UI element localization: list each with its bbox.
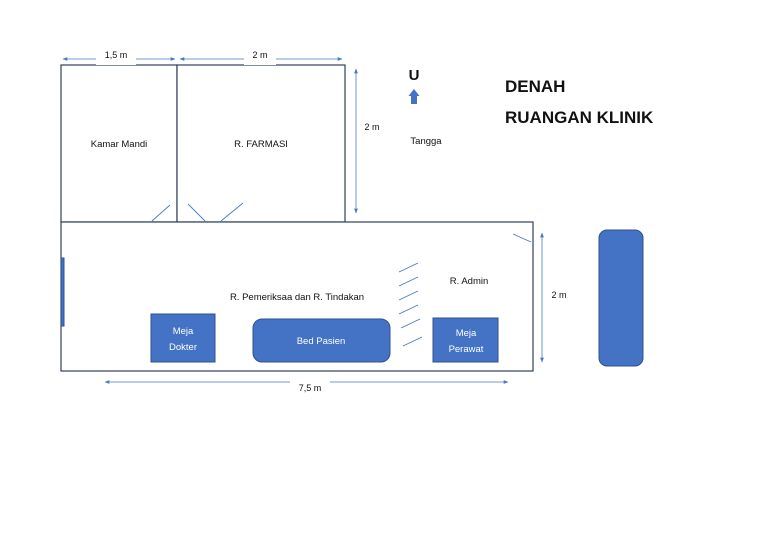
title-line-2: RUANGAN KLINIK: [505, 108, 654, 127]
north-label: U: [409, 67, 420, 84]
bathroom-room: [60, 64, 178, 223]
pharmacy-door-left: [187, 203, 206, 222]
doctor-desk: [150, 313, 216, 363]
nurse-desk: [432, 317, 499, 363]
title-line-1: DENAH: [505, 77, 565, 96]
nurse-desk-label-2: Perawat: [449, 344, 484, 355]
outside-block: [598, 229, 644, 367]
bathroom-label: Kamar Mandi: [91, 139, 148, 150]
pharmacy-depth-label: 2 m: [364, 122, 379, 132]
entrance-door: [512, 233, 532, 243]
bathroom-door: [151, 204, 171, 222]
nurse-desk-label-1: Meja: [456, 328, 477, 339]
pharmacy-door-right: [220, 202, 244, 222]
doctor-desk-label-2: Dokter: [169, 342, 197, 353]
pharmacy-label: R. FARMASI: [234, 139, 288, 150]
admin-room-label: R. Admin: [450, 276, 489, 287]
patient-bed: [252, 318, 391, 363]
admin-partition: [398, 262, 423, 347]
bathroom-width-label: 1,5 m: [105, 50, 128, 60]
patient-bed-label: Bed Pasien: [297, 336, 346, 347]
stairs-label: Tangga: [410, 136, 442, 147]
main-length-label: 7,5 m: [299, 383, 322, 393]
left-window: [60, 257, 65, 327]
pharmacy-width-label: 2 m: [252, 50, 267, 60]
north-arrow-icon: [408, 89, 420, 104]
doctor-desk-label-1: Meja: [173, 326, 194, 337]
main-depth-label: 2 m: [551, 290, 566, 300]
pharmacy-room: [176, 64, 346, 223]
exam-room-label: R. Pemeriksaa dan R. Tindakan: [230, 292, 364, 303]
